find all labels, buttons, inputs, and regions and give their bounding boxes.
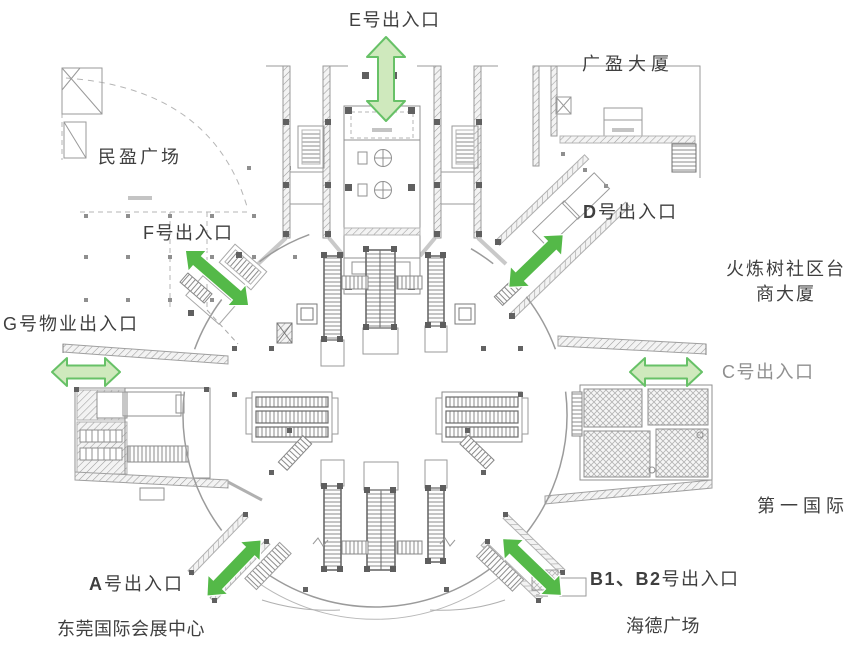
label-exit-d: D号出入口: [583, 202, 678, 222]
escalator-group-left: [245, 391, 339, 443]
corridor-e-north: [256, 65, 508, 266]
exit-a-arrow: [206, 539, 262, 597]
label-exit-e: E号出入口: [349, 10, 441, 30]
elevators: [276, 303, 476, 344]
concourse-circle: [182, 233, 568, 620]
label-huolianshu-building: 火炼树社区台商大厦: [726, 259, 846, 304]
exit-e-arrow: [366, 36, 406, 122]
label-exit-b: B1、B2号出入口: [590, 569, 740, 589]
g-walkway: [62, 343, 229, 365]
exit-g-arrow: [51, 357, 121, 387]
label-exit-f: F号出入口: [143, 223, 234, 243]
corridor-f: [185, 243, 268, 345]
escalator-group-right: [435, 391, 529, 443]
minying-plaza-area: [61, 67, 250, 310]
fare-gates: [179, 272, 527, 555]
label-dongguan-exhibition-center: 东莞国际会展中心: [57, 619, 205, 639]
exit-d-arrow: [508, 233, 564, 289]
label-diyi-international: 第一国际: [757, 496, 849, 516]
label-exit-c: C号出入口: [722, 362, 815, 382]
left-building: [74, 387, 263, 502]
label-haide-plaza: 海德广场: [626, 616, 700, 636]
label-exit-g: G号物业出入口: [3, 314, 140, 334]
label-exit-a: A号出入口: [89, 574, 184, 594]
concourse-columns: [232, 346, 523, 592]
corridor-d: [494, 154, 631, 319]
c-walkway: [557, 335, 707, 355]
exit-f-arrow: [184, 249, 250, 307]
column-dots-grid: [84, 152, 608, 302]
exit-b-arrow: [501, 537, 563, 597]
exit-c-arrow: [629, 357, 703, 387]
label-guangying-building: 广盈大厦: [582, 54, 674, 74]
concourse-internals: [179, 246, 529, 592]
corridor-b: [429, 512, 587, 611]
exit-arrows-layer: [51, 36, 703, 597]
right-building: [544, 384, 713, 505]
label-minying-plaza: 民盈广场: [98, 147, 182, 167]
guangying-building-area: [531, 65, 701, 248]
